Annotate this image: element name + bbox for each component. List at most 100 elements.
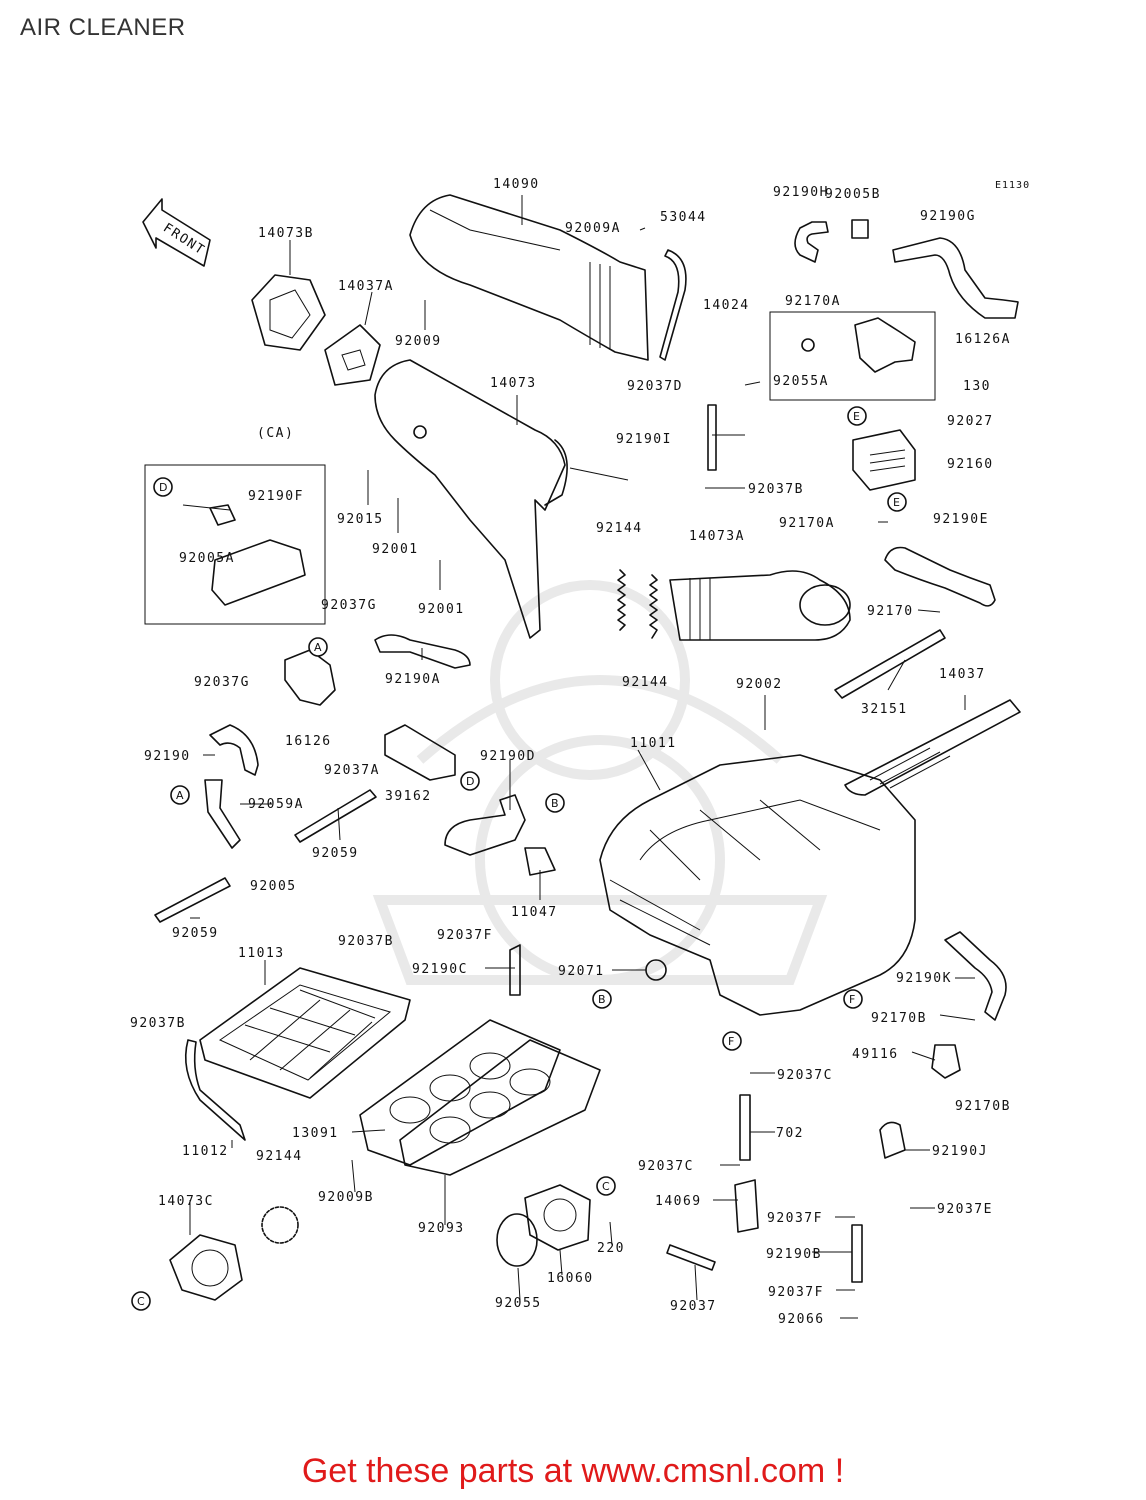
part-label: 92001 xyxy=(418,602,465,617)
part-label: 92190I xyxy=(616,432,672,447)
svg-text:E: E xyxy=(853,410,860,423)
part-label: 92190F xyxy=(248,489,304,504)
part-label: 92144 xyxy=(622,675,669,690)
part-label: 92037B xyxy=(338,934,394,949)
part-14090-upper-duct xyxy=(409,194,649,361)
part-label: 92037C xyxy=(777,1068,833,1083)
ref-marker-a: A xyxy=(308,637,328,657)
part-label: 13091 xyxy=(292,1126,339,1141)
part-label: 14073A xyxy=(689,529,745,544)
leader-lines xyxy=(189,195,976,1319)
part-92190k-hose xyxy=(944,931,1007,1021)
part-label: 92170A xyxy=(779,516,835,531)
part-label: (CA) xyxy=(257,426,294,441)
part-label: 92009A xyxy=(565,221,621,236)
part-702-hose xyxy=(739,1094,751,1161)
part-11047-bracket xyxy=(524,847,556,876)
part-label: 92055 xyxy=(495,1296,542,1311)
part-16060-holder xyxy=(524,1184,591,1251)
part-49116-valve xyxy=(931,1044,961,1079)
part-16126a-valve xyxy=(769,311,936,401)
ref-marker-f: F xyxy=(843,989,863,1009)
part-label: 92190B xyxy=(766,1247,822,1262)
part-label: 92144 xyxy=(256,1149,303,1164)
ref-marker-b: B xyxy=(592,989,612,1009)
part-label: 92037F xyxy=(768,1285,824,1300)
watermark-logo xyxy=(372,580,828,985)
part-53044-strip xyxy=(659,249,687,361)
footer-promo-text[interactable]: Get these parts at www.cmsnl.com ! xyxy=(301,1452,845,1490)
part-label: 14073C xyxy=(158,1194,214,1209)
part-label: 53044 xyxy=(660,210,707,225)
svg-text:C: C xyxy=(137,1295,145,1308)
part-label: 92170B xyxy=(955,1099,1011,1114)
part-label: 92059A xyxy=(248,797,304,812)
part-14069-separator xyxy=(734,1179,759,1233)
part-92190j-hose xyxy=(879,1121,906,1159)
part-16126-valve xyxy=(284,649,336,706)
part-32151-rod xyxy=(834,629,946,699)
part-label: 92066 xyxy=(778,1312,825,1327)
part-92055-gasket xyxy=(496,1213,538,1267)
svg-text:B: B xyxy=(551,797,559,810)
part-92037-bracket xyxy=(666,1244,716,1271)
part-label: 92009B xyxy=(318,1190,374,1205)
part-label: 92037D xyxy=(627,379,683,394)
ref-marker-e: E xyxy=(847,406,867,426)
part-label: 32151 xyxy=(861,702,908,717)
part-label: 92190 xyxy=(144,749,191,764)
part-92190a-hose xyxy=(374,634,471,669)
part-label: 130 xyxy=(963,379,991,394)
part-label: 92037G xyxy=(194,675,250,690)
ref-marker-a: A xyxy=(170,785,190,805)
part-92059-tube-a xyxy=(294,789,377,843)
part-label: 92190D xyxy=(480,749,536,764)
part-label: 14037 xyxy=(939,667,986,682)
part-92144-spring-b xyxy=(649,574,658,639)
ref-marker-f: F xyxy=(722,1031,742,1051)
part-92160-cover xyxy=(852,429,916,491)
part-label: 92144 xyxy=(596,521,643,536)
drawing-ref: E1130 xyxy=(995,180,1030,191)
part-label: 14073 xyxy=(490,376,537,391)
part-label: 92190A xyxy=(385,672,441,687)
part-label: 11013 xyxy=(238,946,285,961)
ref-marker-d: D xyxy=(153,477,173,497)
part-label: 92190K xyxy=(896,971,952,986)
part-label: 92190E xyxy=(933,512,989,527)
part-label: 92027 xyxy=(947,414,994,429)
part-label: 92037B xyxy=(130,1016,186,1031)
front-label: FRONT xyxy=(160,221,207,259)
part-92190h-hose xyxy=(794,221,829,263)
part-92190c-hose xyxy=(509,944,521,996)
part-label: 92015 xyxy=(337,512,384,527)
svg-text:E: E xyxy=(893,496,900,509)
part-14037-element xyxy=(844,699,1021,796)
part-92190i-hose xyxy=(707,404,717,471)
svg-text:D: D xyxy=(159,481,167,494)
part-label: 92190J xyxy=(932,1144,988,1159)
part-label: 92059 xyxy=(172,926,219,941)
part-label: 11011 xyxy=(630,736,677,751)
part-label: 92170B xyxy=(871,1011,927,1026)
part-92190b-hose xyxy=(851,1224,863,1283)
part-label: 92190H xyxy=(773,185,829,200)
part-label: 49116 xyxy=(852,1047,899,1062)
part-92190d-hose xyxy=(444,794,526,856)
part-92005b-fitting xyxy=(851,219,869,239)
part-92059a-hose xyxy=(204,779,241,849)
ref-marker-c: C xyxy=(131,1291,151,1311)
part-92144-ring xyxy=(261,1206,299,1244)
part-label: 92037 xyxy=(670,1299,717,1314)
part-label: 92190C xyxy=(412,962,468,977)
part-label: 92037F xyxy=(767,1211,823,1226)
page-title: AIR CLEANER xyxy=(20,14,186,41)
part-label: 92093 xyxy=(418,1221,465,1236)
ref-marker-c: C xyxy=(596,1176,616,1196)
part-label: 92002 xyxy=(736,677,783,692)
part-label: 11047 xyxy=(511,905,558,920)
part-label: 92037E xyxy=(937,1202,993,1217)
part-label: 92059 xyxy=(312,846,359,861)
part-14073a-duct xyxy=(669,570,851,641)
